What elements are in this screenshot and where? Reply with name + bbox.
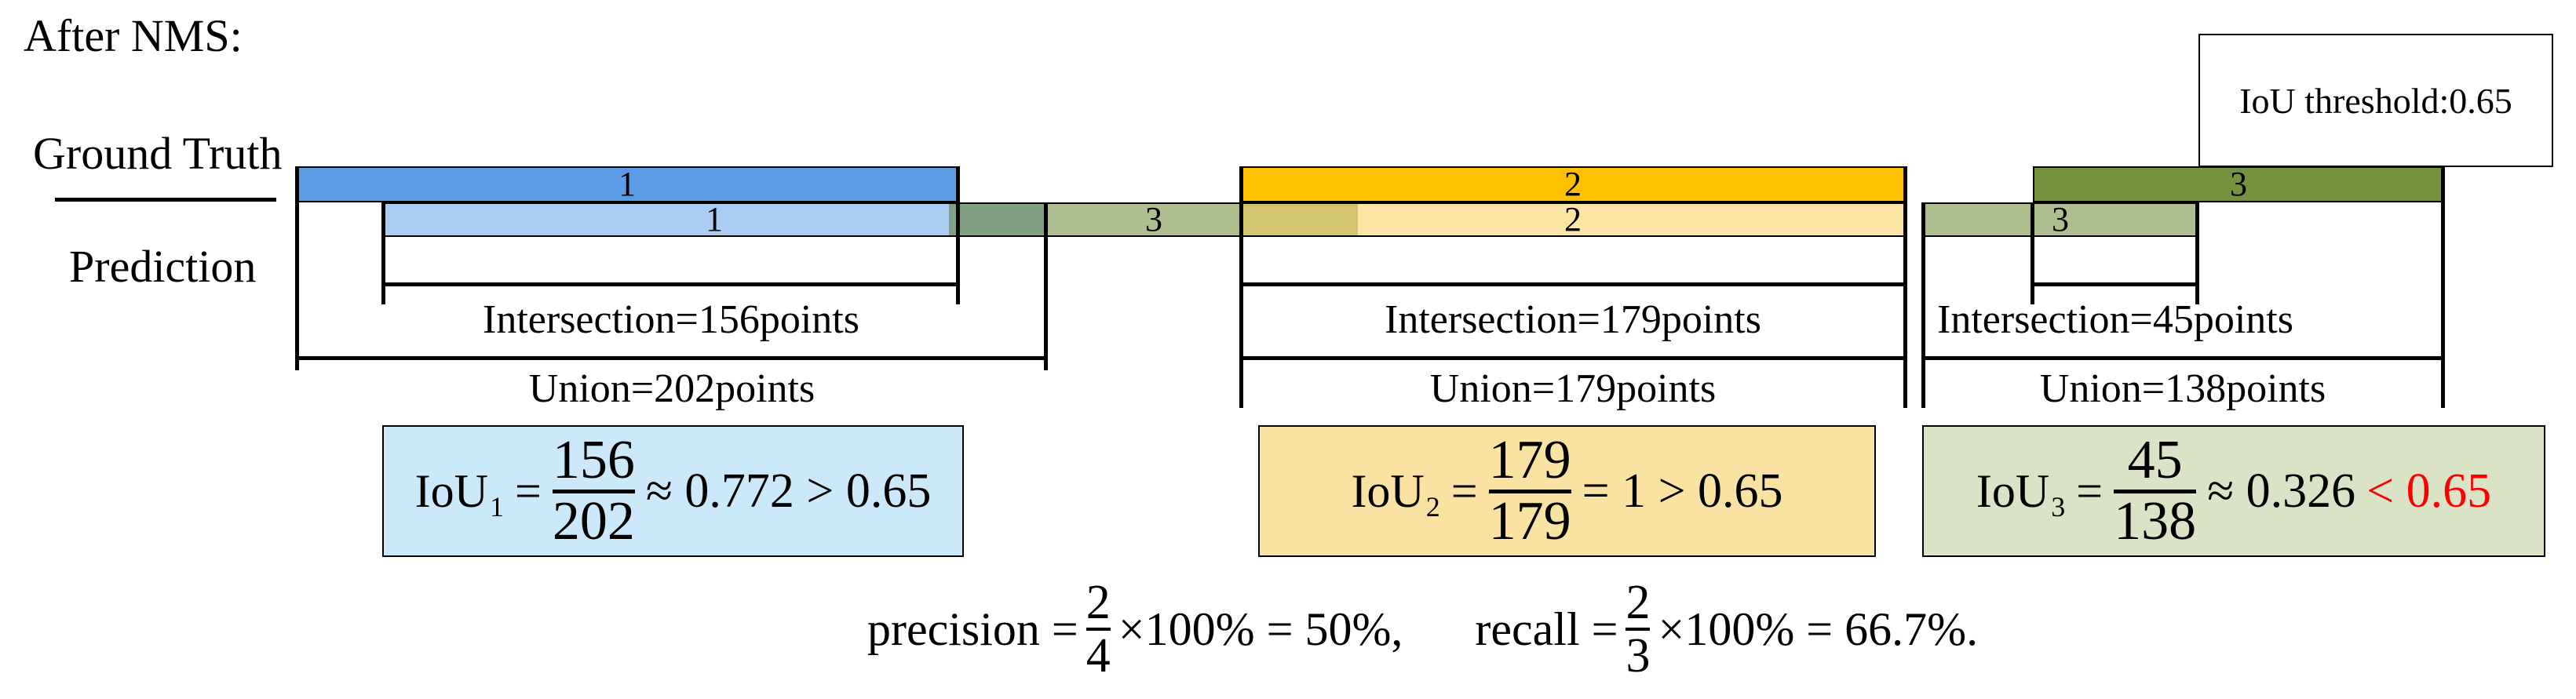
iou1-numerator: 156 xyxy=(552,429,635,490)
iou-threshold-box: IoU threshold:0.65 xyxy=(2198,34,2553,167)
recall-fraction: 2 3 xyxy=(1626,576,1651,683)
iou2-result: = 1 > 0.65 xyxy=(1582,464,1783,518)
precision-fraction: 2 4 xyxy=(1085,576,1111,683)
iou3-result-below-threshold: < 0.65 xyxy=(2366,464,2492,518)
union3-left-tick xyxy=(1921,202,1925,408)
recall-label: recall = xyxy=(1475,603,1618,655)
iou2-subscript: 2 xyxy=(1425,491,1440,522)
prediction-label: Prediction xyxy=(69,241,257,292)
overlap-prediction2-prediction3 xyxy=(1241,204,1358,235)
intersection3-caption: Intersection=45points xyxy=(1937,297,2293,342)
iou3-fraction-bar xyxy=(2114,489,2197,493)
recall-tail: ×100% = 66.7%. xyxy=(1658,603,1979,655)
prediction-bar-3 xyxy=(1923,202,2198,237)
iou3-denominator: 138 xyxy=(2114,490,2197,552)
group2-right-tick xyxy=(1903,166,1907,408)
iou2-name: IoU xyxy=(1351,464,1425,517)
prediction-bar-2 xyxy=(1358,204,1906,235)
intersection2-caption: Intersection=179points xyxy=(1385,297,1761,342)
pred3-number: 3 xyxy=(2052,200,2069,238)
iou3-result: ≈ 0.326 xyxy=(2207,464,2356,518)
prediction-bar-strip xyxy=(381,202,1907,237)
union2-caption: Union=179points xyxy=(1429,366,1717,411)
recall-fraction-bar xyxy=(1626,628,1651,631)
iou3-fraction: 45 138 xyxy=(2114,429,2197,552)
iou3-numerator: 45 xyxy=(2127,429,2183,490)
prediction-bar-1 xyxy=(383,204,949,235)
precision-label: precision = xyxy=(867,603,1078,655)
gt1-number: 1 xyxy=(618,165,636,203)
legend-divider-line xyxy=(55,198,276,202)
overlap-prediction1-prediction3 xyxy=(949,204,1046,235)
union3-right-tick xyxy=(2441,166,2445,408)
iou1-fraction-bar xyxy=(552,489,635,493)
prediction-bar-3-middle xyxy=(1046,204,1241,235)
recall-denominator: 3 xyxy=(1626,629,1651,683)
intersection2-bracket xyxy=(1239,282,1907,286)
pred3-middle-number: 3 xyxy=(1145,200,1162,238)
union3-bracket xyxy=(1921,356,2445,360)
intersection3-right-tick xyxy=(2195,202,2199,304)
iou2-denominator: 179 xyxy=(1488,490,1571,552)
iou1-fraction: 156 202 xyxy=(552,429,635,552)
intersection1-bracket xyxy=(381,282,960,286)
recall-numerator: 2 xyxy=(1626,576,1651,629)
precision-denominator: 4 xyxy=(1085,629,1111,683)
precision-numerator: 2 xyxy=(1085,576,1111,629)
precision-fraction-bar xyxy=(1085,628,1111,631)
iou1-equals: = xyxy=(514,464,542,517)
intersection1-caption: Intersection=156points xyxy=(483,297,859,342)
page-title: After NMS: xyxy=(24,10,243,61)
intersection3-left-tick xyxy=(2031,202,2034,304)
iou2-fraction: 179 179 xyxy=(1488,429,1571,552)
iou2-equals: = xyxy=(1450,464,1478,517)
pred1-number: 1 xyxy=(706,200,723,238)
iou1-result: ≈ 0.772 > 0.65 xyxy=(645,464,932,518)
union1-caption: Union=202points xyxy=(528,366,815,411)
intersection1-right-tick xyxy=(956,166,960,304)
pred2-number: 2 xyxy=(1564,200,1582,238)
ground-truth-bar-3 xyxy=(2033,166,2443,202)
ground-truth-label: Ground Truth xyxy=(33,128,283,179)
union1-right-tick xyxy=(1044,202,1048,370)
union2-bracket xyxy=(1239,356,1907,360)
iou-threshold-text: IoU threshold:0.65 xyxy=(2239,80,2512,121)
gt3-number: 3 xyxy=(2230,165,2247,203)
ground-truth-bar-2 xyxy=(1241,166,1906,202)
iou1-denominator: 202 xyxy=(552,490,635,552)
union1-bracket xyxy=(295,356,1048,360)
intersection3-bracket xyxy=(2031,282,2199,286)
iou1-name: IoU xyxy=(414,464,488,517)
iou2-numerator: 179 xyxy=(1488,429,1571,490)
precision-tail: ×100% = 50%, xyxy=(1118,603,1403,655)
iou1-subscript: 1 xyxy=(489,491,504,522)
iou2-fraction-bar xyxy=(1488,489,1571,493)
iou3-equals: = xyxy=(2076,464,2103,517)
union3-caption: Union=138points xyxy=(2039,366,2326,411)
union1-left-tick xyxy=(295,166,299,370)
precision-recall-formula: precision = 2 4 ×100% = 50%, recall = 2 … xyxy=(867,576,1979,683)
ground-truth-bar-1 xyxy=(297,166,958,202)
group2-left-tick xyxy=(1239,166,1243,408)
iou3-name: IoU xyxy=(1976,464,2050,517)
gt2-number: 2 xyxy=(1564,165,1582,203)
intersection1-left-tick xyxy=(381,202,385,304)
iou3-subscript: 3 xyxy=(2051,491,2066,522)
